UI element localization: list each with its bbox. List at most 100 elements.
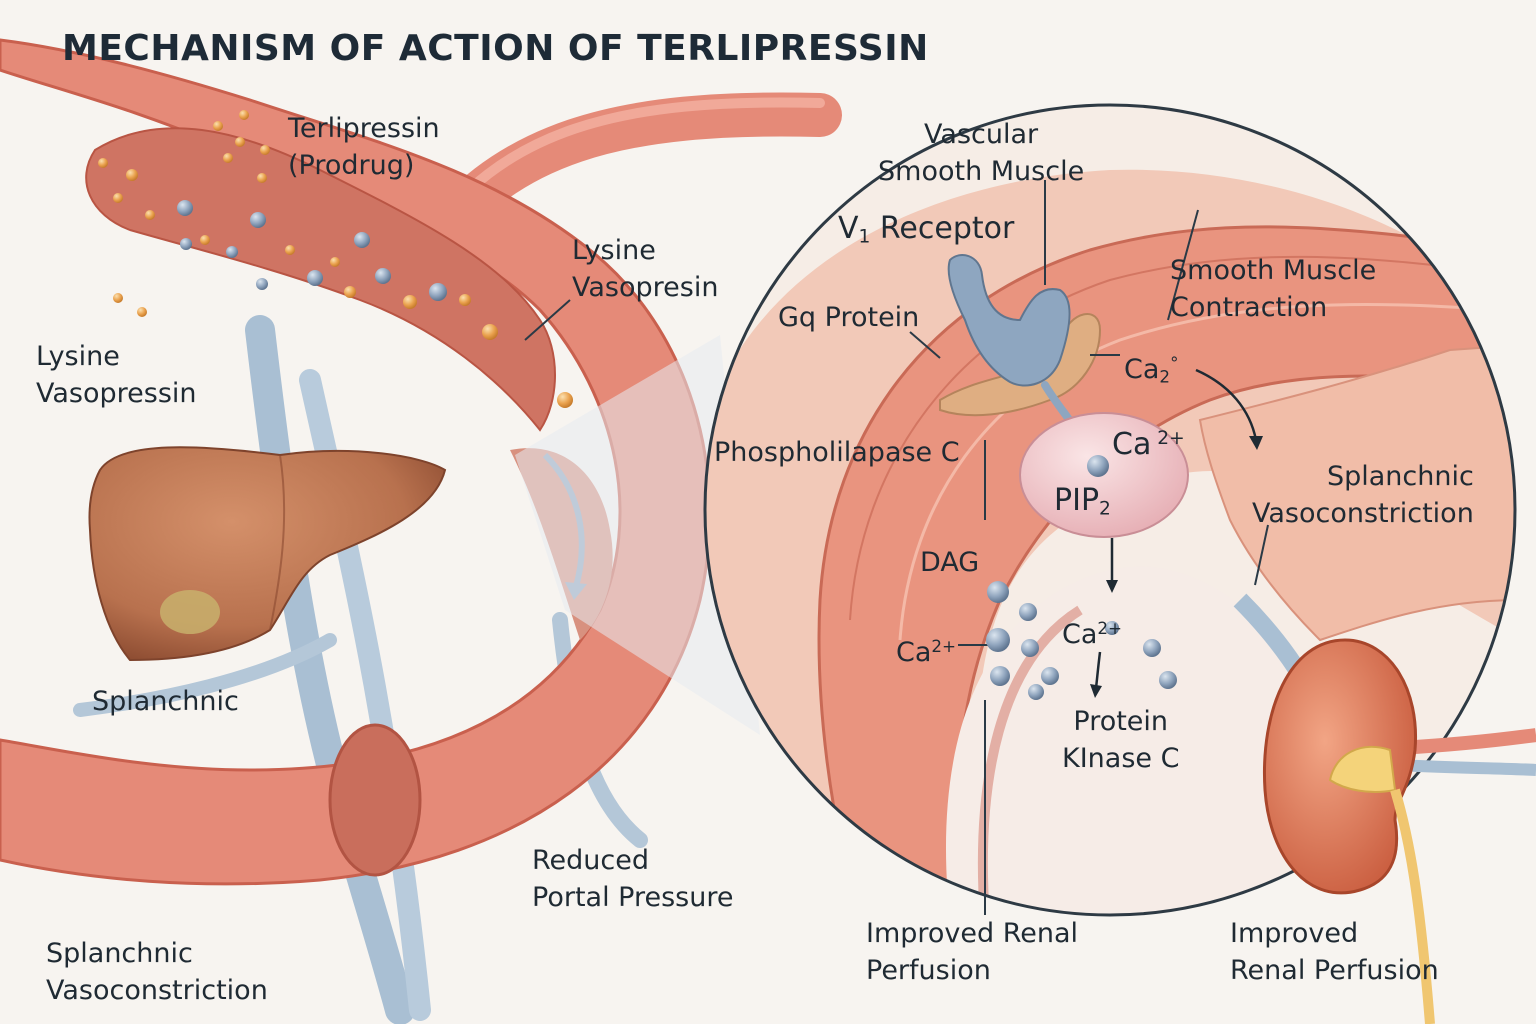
arrow-ca-to-vasoconstriction [1195,368,1258,441]
prodrug-particle [213,121,223,131]
calcium-ion [1143,639,1161,657]
membrane-line [898,302,1501,641]
label-smooth-muscle-contraction: Smooth Muscle Contraction [1170,252,1376,326]
prodrug-particle [98,158,108,168]
arrow-head [1090,684,1102,698]
prodrug-particle [113,193,123,203]
calcium-ion [1019,603,1037,621]
calcium-ions [986,581,1177,700]
ureter [1390,788,1435,1024]
label-reduced-portal-pressure: Reduced Portal Pressure [532,842,733,916]
active-particle [375,268,391,284]
label-line: Smooth Muscle [1170,255,1377,286]
active-particle [330,257,340,267]
membrane-line [849,255,1511,621]
calcium-ion [1028,684,1044,700]
active-particle [256,278,268,290]
label-vascular-smooth-muscle: Vascular Smooth Muscle [878,116,1084,190]
ca-superscript: 2+ [931,636,957,656]
label-line: Vascular [924,119,1039,150]
prodrug-particle [235,137,245,147]
ca-superscript: ° [1170,353,1179,373]
leader-splanchnic-vasoconstriction [1254,524,1269,586]
label-improved-renal-perfusion-right: Improved Renal Perfusion [1230,915,1439,989]
label-ca2plus-receptor: Ca 2+ [1112,420,1185,463]
prodrug-particle [137,307,147,317]
label-line: Improved [1230,918,1359,949]
ca-main: Ca [1124,354,1160,386]
active-particle [250,212,266,228]
active-particle [226,246,238,258]
label-v1-receptor: V1 Receptor [838,210,1014,256]
kidney [1262,638,1536,1024]
calcium-ion [986,628,1010,652]
zoom-wedge [515,335,760,735]
label-line: Lysine [572,235,656,266]
label-line: Vasopressin [36,378,197,409]
liver [88,446,447,662]
splenic-vein [73,633,337,717]
label-line: Reduced [532,845,650,876]
pip2-knob [1087,455,1109,477]
prodrug-particle [145,210,155,220]
gallbladder [160,590,220,634]
contracting-muscle [1198,343,1515,642]
prodrug-particle [126,169,138,181]
prodrug-particle [239,110,249,120]
prodrug-particle [482,324,498,340]
label-line: (Prodrug) [288,150,415,181]
prodrug-particle [285,245,295,255]
prodrug-particle [260,145,270,155]
v1-rest: Receptor [870,211,1015,246]
active-particle [307,270,323,286]
v1-subscript: 1 [858,226,871,248]
pip-subscript: 2 [1099,498,1111,520]
calcium-ion [1105,621,1119,635]
ca-subscript: 2 [1159,366,1171,387]
active-particle [180,238,192,250]
label-line: Perfusion [866,955,991,986]
label-phospholilapase-c: Phospholilapase C [714,437,960,468]
label-terlipressin-prodrug: Terlipressin (Prodrug) [288,110,440,184]
leader-gq-protein [909,331,941,359]
magnifier-rim [703,103,1517,917]
arrow-head [1249,436,1263,450]
ca-main: Ca [896,637,932,669]
ca-superscript: 2+ [1151,428,1185,449]
prodrug-particle [113,293,123,303]
pip-main: PIP [1054,483,1100,518]
prodrug-particle [257,173,267,183]
prodrug-particle [223,153,233,163]
label-splanchnic: Splanchnic [92,686,239,717]
label-line: Vasoconstriction [1252,498,1474,529]
label-pip2: PIP2 [1054,482,1111,528]
active-particle [177,200,193,216]
liver-lobe-line [269,454,286,631]
leader-smooth-muscle-contraction [1167,209,1199,321]
left-anatomy [0,38,842,1024]
prodrug-particle [459,294,471,306]
label-ca2plus-left: Ca2+ [896,628,956,671]
lysine-vasopresin-leader [524,299,571,341]
renal-pelvis [1328,745,1397,793]
label-line: Improved Renal [866,918,1079,949]
label-protein-kinase-c: Protein KInase C [1062,703,1179,777]
arrow-head [1106,580,1118,593]
drug-particles [98,110,573,408]
active-particle [354,232,370,248]
label-line: Terlipressin [288,113,440,144]
label-line: KInase C [1062,743,1180,774]
v1-main: V [838,211,859,246]
label-line: Lysine [36,341,120,372]
label-ca2plus-center: Ca2+ [1062,610,1122,653]
prodrug-particle [557,392,573,408]
calcium-ion [1021,639,1039,657]
label-ca2-degree: Ca2° [1124,345,1178,395]
label-improved-renal-perfusion-center: Improved Renal Perfusion [866,915,1078,989]
label-dag: DAG [920,547,980,578]
inner-wall-edge [977,605,1083,915]
label-splanchnic-vasoconstriction-left: Splanchnic Vasoconstriction [46,935,268,1009]
label-line: Splanchnic [46,938,193,969]
prodrug-particle [200,235,210,245]
